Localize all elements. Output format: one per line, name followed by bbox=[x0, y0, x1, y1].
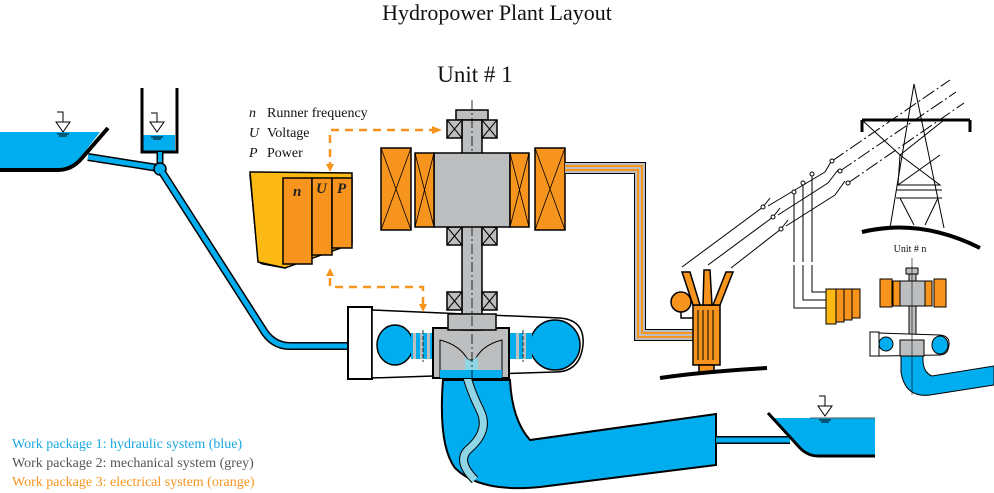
cabinet-label-n: n bbox=[293, 184, 302, 200]
upper-reservoir bbox=[0, 111, 110, 172]
water-level-icon bbox=[817, 395, 833, 423]
legend-mechanical: Work package 2: mechanical system (grey) bbox=[12, 456, 254, 471]
water-level-icon bbox=[149, 112, 165, 140]
water-level-icon bbox=[55, 111, 71, 137]
generator bbox=[380, 147, 566, 231]
parameter-label: Voltage bbox=[267, 126, 310, 141]
legend-electrical: Work package 3: electrical system (orang… bbox=[12, 475, 255, 490]
bearing-icon bbox=[446, 119, 463, 139]
cabinet-label-u: U bbox=[316, 181, 327, 197]
bearing-icon bbox=[446, 226, 463, 246]
bearing-icon bbox=[481, 291, 498, 311]
arrow-icon bbox=[432, 126, 442, 134]
parameter-voltage: U Voltage bbox=[249, 126, 310, 142]
parameter-symbol: P bbox=[249, 146, 258, 161]
legend-hydraulic: Work package 1: hydraulic system (blue) bbox=[12, 437, 243, 452]
lower-reservoir bbox=[766, 395, 875, 458]
bearing-icon bbox=[446, 291, 463, 311]
transmission-lines bbox=[681, 79, 965, 309]
cabinet-label-p: P bbox=[337, 181, 347, 197]
parameter-symbol: n bbox=[249, 106, 256, 121]
parameter-label: Power bbox=[267, 146, 303, 161]
parameter-symbol: U bbox=[249, 126, 260, 141]
arrow-icon bbox=[419, 304, 427, 312]
unit-n-diagram bbox=[825, 258, 994, 396]
unit-n-label: Unit # n bbox=[893, 244, 927, 255]
bearing-icon bbox=[481, 226, 498, 246]
parameter-power: P Power bbox=[249, 146, 303, 162]
surge-tank bbox=[140, 88, 179, 176]
arrow-icon bbox=[326, 268, 334, 276]
parameter-label: Runner frequency bbox=[267, 106, 368, 121]
diagram-title: Hydropower Plant Layout bbox=[382, 0, 612, 25]
control-cabinet bbox=[249, 171, 353, 269]
arrow-icon bbox=[326, 164, 334, 172]
busbar-cables bbox=[565, 162, 695, 341]
transmission-tower bbox=[860, 83, 981, 250]
unit-1-label: Unit # 1 bbox=[437, 62, 513, 87]
transformer bbox=[659, 269, 768, 380]
turbine bbox=[347, 306, 584, 380]
bearing-icon bbox=[481, 119, 498, 139]
signal-arrowheads bbox=[326, 126, 442, 312]
parameter-runner-frequency: n Runner frequency bbox=[249, 106, 368, 122]
draft-tube bbox=[440, 368, 717, 490]
